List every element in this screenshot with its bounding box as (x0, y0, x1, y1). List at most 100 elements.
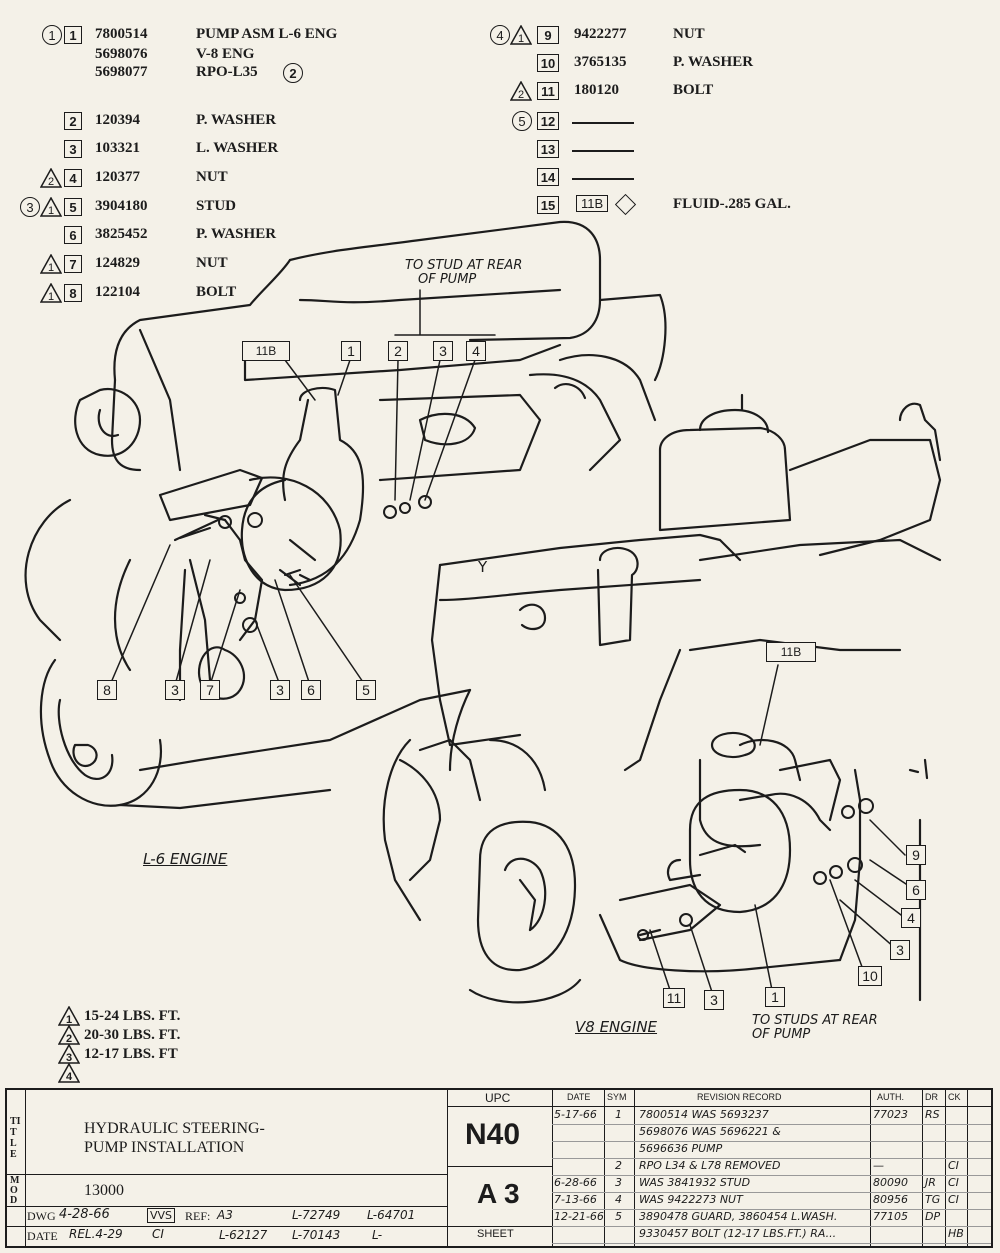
part-number: 9422277 (574, 26, 627, 42)
torque-triangle-icon: 4 (58, 1063, 80, 1083)
svg-text:2: 2 (48, 176, 54, 188)
revision-record: 7800514 WAS 5693237 (639, 1108, 769, 1121)
dwg-label: DWG (27, 1209, 56, 1223)
date-label: DATE (27, 1229, 58, 1243)
revision-row-divider (552, 1124, 991, 1125)
upc-label: UPC (485, 1091, 511, 1105)
blank-entry-line (572, 150, 634, 152)
blank-entry-line (572, 178, 634, 180)
part-description: P. WASHER (196, 112, 277, 128)
dwg-date: 4-28-66 (59, 1207, 110, 1222)
callout-6-l6: 6 (301, 680, 321, 700)
part-number: 7800514 (95, 26, 148, 42)
revision-date: 7-13-66 (554, 1193, 597, 1206)
revision-auth: 80090 (873, 1176, 908, 1189)
svg-text:1: 1 (48, 205, 54, 217)
revision-ck: HB (948, 1227, 964, 1240)
title-block: TITLE MOD HYDRAULIC STEERING- PUMP INSTA… (5, 1088, 993, 1248)
rev-header-auth: AUTH. (877, 1092, 904, 1102)
revision-dr: RS (925, 1108, 940, 1121)
callout-11-v8: 11 (663, 988, 685, 1008)
part-index-box: 1 (64, 26, 82, 44)
belt-letter: Y (478, 558, 488, 576)
part-index-box: 11 (537, 82, 559, 100)
part-number: 3765135 (574, 54, 627, 70)
revision-date: 6-28-66 (554, 1176, 597, 1189)
part-number: 124829 (95, 255, 140, 271)
part-description: BOLT (196, 284, 237, 300)
part-description: NUT (196, 255, 228, 271)
part-number: 3904180 (95, 198, 148, 214)
revision-row-divider (552, 1243, 991, 1244)
revision-dr: JR (925, 1176, 936, 1189)
revision-sym: 4 (615, 1193, 622, 1206)
date-value: REL.4-29 (69, 1227, 123, 1241)
torque-spec: 4 (58, 1063, 84, 1083)
revision-date: 5-17-66 (554, 1108, 597, 1121)
rev-header-record: REVISION RECORD (697, 1092, 782, 1102)
revision-row-divider (552, 1209, 991, 1210)
part-index-box: 8 (64, 284, 82, 302)
part-description: P. WASHER (196, 226, 277, 242)
svg-text:1: 1 (518, 33, 524, 45)
callout-6-v8: 6 (906, 880, 926, 900)
callout-10-v8: 10 (858, 966, 882, 986)
part-number: 103321 (95, 140, 140, 156)
title-side-label: TITLE (10, 1116, 21, 1160)
svg-text:1: 1 (48, 262, 54, 274)
parts-row-marks: 1 (10, 282, 62, 304)
revision-date: 12-21-66 (554, 1210, 604, 1223)
checked-by: CI (152, 1227, 164, 1241)
revision-auth: 80956 (873, 1193, 908, 1206)
torque-triangle-icon: 2 (58, 1025, 80, 1045)
fluid-callout-box: 11B (576, 195, 609, 212)
callout-7-l6: 7 (200, 680, 220, 700)
revision-row-divider (552, 1226, 991, 1227)
revision-record: RPO L34 & L78 REMOVED (639, 1159, 781, 1172)
callout-1-l6: 1 (341, 341, 361, 361)
rev-header-date: DATE (567, 1092, 591, 1102)
svg-text:2: 2 (518, 89, 524, 101)
part-index-box: 9 (537, 26, 559, 44)
part-number: 120394 (95, 112, 140, 128)
part-index-box: 10 (537, 54, 559, 72)
upc-value: N40 (465, 1118, 521, 1151)
callout-3-v8-low: 3 (704, 990, 724, 1010)
svg-text:1: 1 (66, 1014, 72, 1026)
revision-auth: 77023 (873, 1108, 908, 1121)
part-index-box: 2 (64, 112, 82, 130)
rear-studs-note-line1: TO STUDS AT REAR (752, 1013, 878, 1028)
part-index-box: 6 (64, 226, 82, 244)
parts-row-marks: 1 (10, 24, 62, 46)
part-description: STUD (196, 198, 237, 214)
svg-text:4: 4 (66, 1071, 73, 1083)
note-circle-icon: 4 (490, 25, 510, 45)
revision-sym: 3 (615, 1176, 622, 1189)
torque-triangle-icon: 1 (510, 25, 532, 45)
callout-11b-v8: 11B (766, 642, 816, 662)
part-index-box: 3 (64, 140, 82, 158)
revision-record: 5698076 WAS 5696221 & (639, 1125, 781, 1138)
part-description: PUMP ASM L-6 ENG (196, 26, 338, 42)
note-circle-icon: 3 (20, 197, 40, 217)
sheet-label: SHEET (477, 1228, 514, 1240)
revision-row-divider (552, 1192, 991, 1193)
drawn-by: VVS (147, 1208, 176, 1223)
callout-3-l6-low: 3 (165, 680, 185, 700)
part-number: 5698076 (95, 46, 148, 62)
revision-record: 3890478 GUARD, 3860454 L.WASH. (639, 1210, 838, 1223)
revision-row-divider (552, 1175, 991, 1176)
revision-record: 9330457 BOLT (12-17 LBS.FT.) RA... (639, 1227, 837, 1240)
part-index-box: 7 (64, 255, 82, 273)
rear-studs-note-line2: OF PUMP (752, 1027, 811, 1042)
svg-text:1: 1 (48, 291, 54, 303)
callout-9-v8: 9 (906, 845, 926, 865)
torque-triangle-icon: 1 (40, 197, 62, 217)
revision-ck: CI (948, 1193, 959, 1206)
rev-header-sym: SYM (607, 1092, 627, 1102)
callout-5-l6: 5 (356, 680, 376, 700)
